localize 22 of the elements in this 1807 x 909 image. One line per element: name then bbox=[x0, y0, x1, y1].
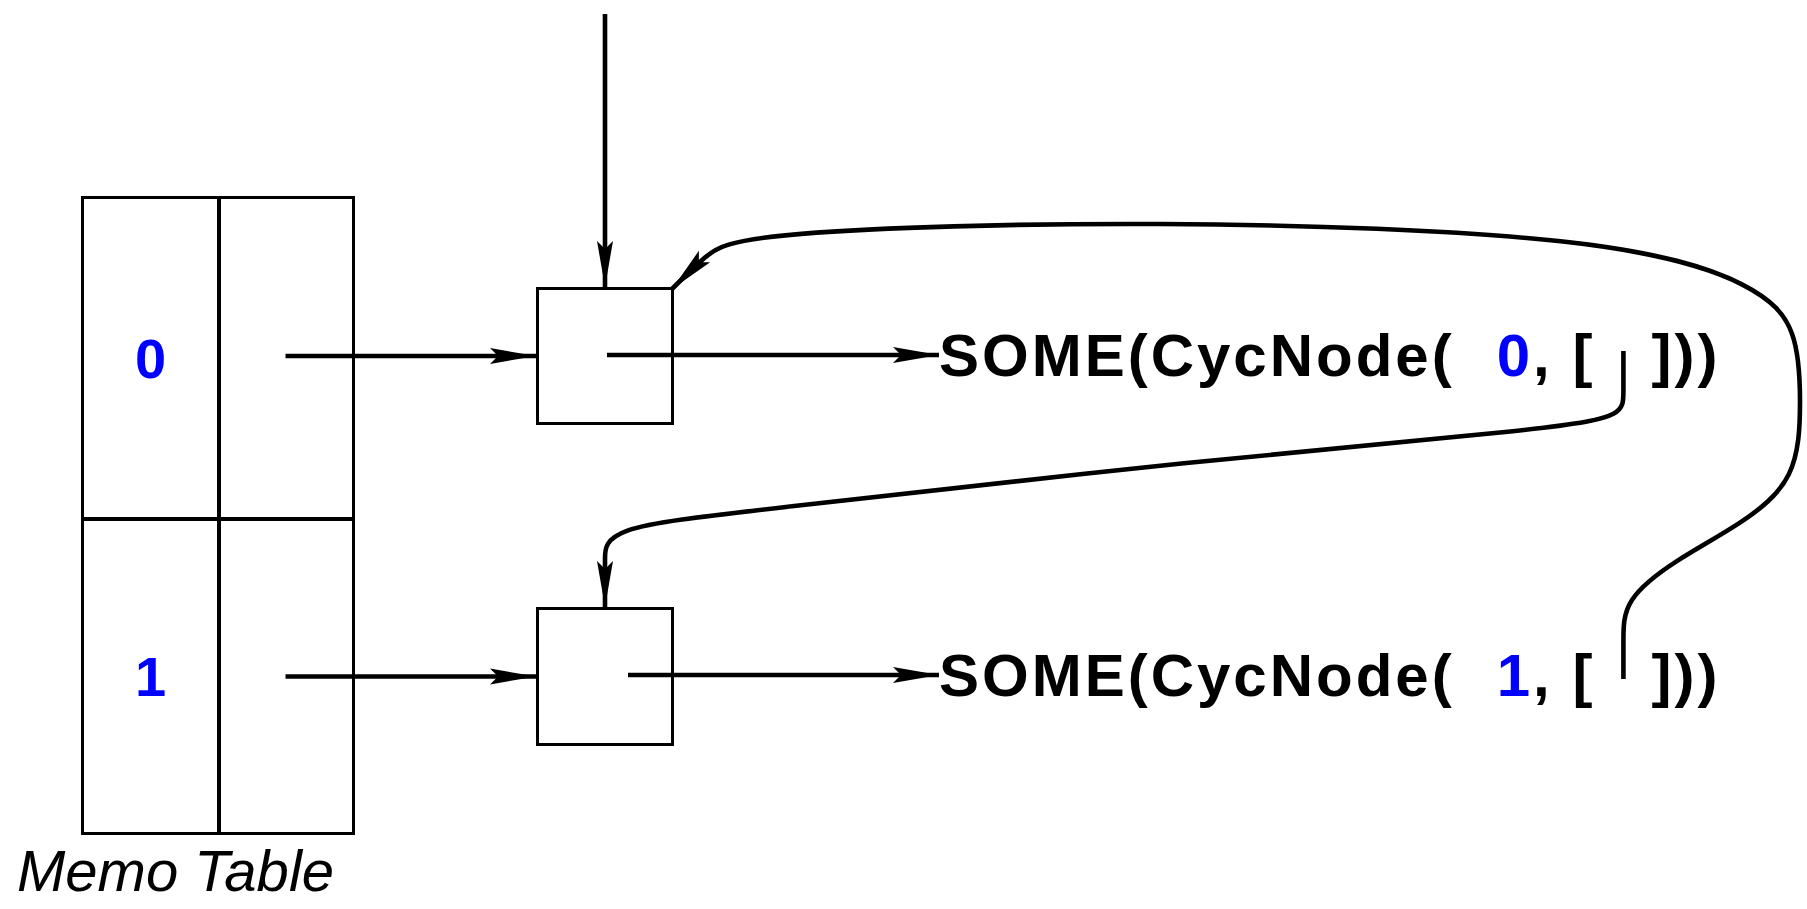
arrow bbox=[597, 351, 1626, 607]
table-caption: Memo Table bbox=[17, 837, 335, 904]
memo-table bbox=[81, 196, 355, 835]
expression-text: SOME(CycNode( bbox=[939, 320, 1455, 390]
expression-text: , [ bbox=[1533, 320, 1596, 390]
value-number: 1 bbox=[1496, 640, 1534, 710]
expression-text: ])) bbox=[1651, 320, 1721, 390]
arrow bbox=[285, 348, 536, 364]
key-number: 0 bbox=[134, 325, 167, 391]
arrow bbox=[285, 668, 536, 685]
table-cell bbox=[216, 517, 355, 835]
pointer-box bbox=[536, 607, 674, 746]
arrow bbox=[670, 221, 1803, 679]
value-number: 0 bbox=[1496, 320, 1534, 390]
arrow bbox=[607, 347, 939, 363]
arrow bbox=[628, 667, 939, 683]
expression-text: , [ bbox=[1533, 640, 1596, 710]
pointer-box bbox=[536, 287, 674, 425]
key-number: 1 bbox=[134, 643, 167, 709]
expression-text: SOME(CycNode( bbox=[939, 640, 1455, 710]
expression-text: ])) bbox=[1651, 640, 1721, 710]
arrow bbox=[597, 14, 613, 287]
